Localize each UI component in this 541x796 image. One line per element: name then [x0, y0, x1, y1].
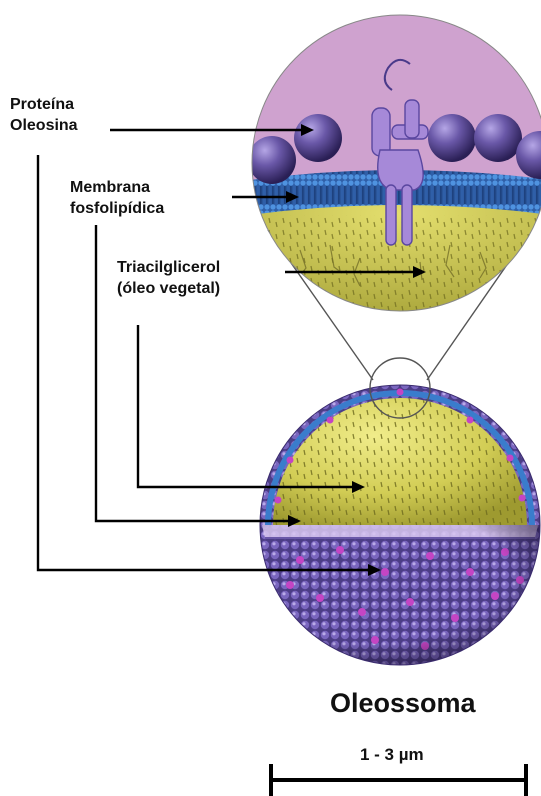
- surface-lower-half: [260, 525, 540, 665]
- label-oleosin-protein-line2: Oleosina: [10, 116, 78, 137]
- label-membrane-line2: fosfolipídica: [70, 199, 164, 220]
- label-oleosin-protein: Proteína Oleosina: [10, 95, 78, 137]
- label-tag-line1: Triacilglicerol: [117, 258, 220, 279]
- label-triacylglycerol: Triacilglicerol (óleo vegetal): [117, 258, 220, 300]
- oil-core: [268, 393, 532, 525]
- scale-bar-label: 1 - 3 µm: [360, 744, 424, 766]
- diagram-title: Oleossoma: [330, 686, 476, 721]
- zoom-detail-circle: [248, 15, 541, 320]
- label-tag-line2: (óleo vegetal): [117, 279, 220, 300]
- scale-bar: [270, 764, 527, 796]
- oleosome-sphere: [260, 358, 540, 665]
- label-membrane-line1: Membrana: [70, 178, 164, 199]
- label-oleosin-protein-line1: Proteína: [10, 95, 78, 116]
- label-phospholipid-membrane: Membrana fosfolipídica: [70, 178, 164, 220]
